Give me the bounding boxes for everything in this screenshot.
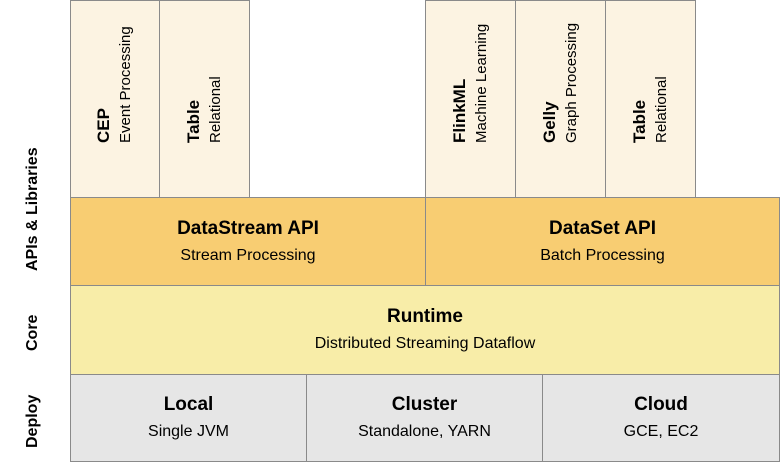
axis-label-deploy: Deploy xyxy=(24,394,41,448)
deploy-cloud-title: Cloud xyxy=(634,394,688,415)
library-flinkml-title: FlinkML xyxy=(449,78,469,143)
axis-label-core: Core xyxy=(24,314,41,351)
library-table-stream-title: Table xyxy=(183,99,203,143)
deploy-cluster-title: Cluster xyxy=(391,394,458,415)
library-cep-label: CEP Event Processing xyxy=(94,26,136,143)
library-flinkml: FlinkML Machine Learning xyxy=(425,0,516,198)
datastream-api-box: DataStream API Stream Processing xyxy=(70,197,426,286)
datastream-api-title: DataStream API xyxy=(177,217,319,239)
library-cep-title: CEP xyxy=(94,108,113,143)
deploy-local-title: Local xyxy=(163,394,214,415)
runtime-title: Runtime xyxy=(387,306,463,327)
deploy-cluster-subtitle: Standalone, YARN xyxy=(358,423,491,440)
runtime-subtitle: Distributed Streaming Dataflow xyxy=(314,335,536,352)
library-table-batch-title: Table xyxy=(629,99,649,143)
dataset-api-title: DataSet API xyxy=(549,217,656,239)
deploy-cloud-box: Cloud GCE, EC2 xyxy=(542,374,780,462)
runtime-box: Runtime Distributed Streaming Dataflow xyxy=(70,285,780,375)
library-table-batch-label: Table Relational xyxy=(630,76,672,143)
library-table-stream: Table Relational xyxy=(159,0,250,198)
library-cep: CEP Event Processing xyxy=(70,0,160,198)
library-table-batch: Table Relational xyxy=(605,0,696,198)
deploy-local-box: Local Single JVM xyxy=(70,374,307,462)
library-cep-subtitle: Event Processing xyxy=(117,26,134,143)
datastream-api-subtitle: Stream Processing xyxy=(180,246,316,264)
library-gelly: Gelly Graph Processing xyxy=(515,0,606,198)
library-table-stream-subtitle: Relational xyxy=(206,76,224,143)
library-flinkml-subtitle: Machine Learning xyxy=(472,23,490,143)
axis-label-apis-libraries: APIs & Libraries xyxy=(24,147,41,271)
library-flinkml-label: FlinkML Machine Learning xyxy=(450,24,492,143)
dataset-api-subtitle: Batch Processing xyxy=(540,246,665,264)
library-gelly-title: Gelly xyxy=(539,101,559,143)
library-gelly-subtitle: Graph Processing xyxy=(562,22,580,143)
library-gelly-label: Gelly Graph Processing xyxy=(540,23,582,143)
library-table-batch-subtitle: Relational xyxy=(652,76,670,143)
deploy-cluster-box: Cluster Standalone, YARN xyxy=(306,374,543,462)
dataset-api-box: DataSet API Batch Processing xyxy=(425,197,780,286)
library-table-stream-label: Table Relational xyxy=(184,76,226,143)
deploy-local-subtitle: Single JVM xyxy=(148,423,229,440)
deploy-cloud-subtitle: GCE, EC2 xyxy=(623,423,699,440)
